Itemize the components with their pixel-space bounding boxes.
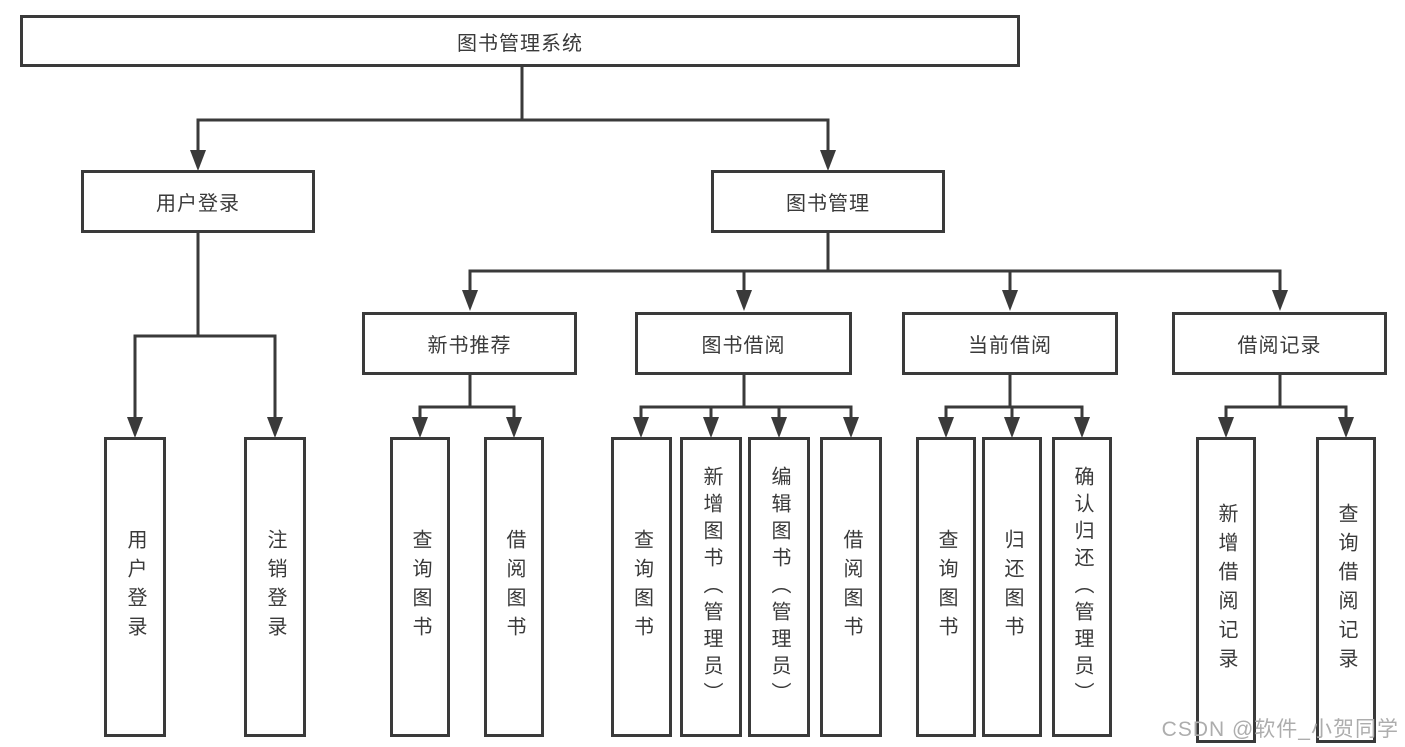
- node-label: 查询图书: [630, 529, 653, 645]
- node-label: 查询图书: [935, 529, 957, 645]
- node-label: 借阅图书: [503, 529, 525, 645]
- arrow-down-icon: [267, 417, 283, 438]
- arrow-down-icon: [843, 417, 859, 438]
- leaf-edit-books-admin: 编辑图书（管理员）: [748, 437, 810, 737]
- node-borrow-records: 借阅记录: [1172, 312, 1387, 375]
- leaf-add-borrow-record: 新增借阅记录: [1196, 437, 1256, 743]
- node-root-system: 图书管理系统: [20, 15, 1020, 67]
- arrow-down-icon: [820, 150, 836, 171]
- arrow-down-icon: [412, 417, 428, 438]
- leaf-confirm-return-admin: 确认归还（管理员）: [1052, 437, 1112, 737]
- arrow-down-icon: [736, 290, 752, 311]
- node-label: 注销登录: [264, 529, 286, 645]
- leaf-return-books: 归还图书: [982, 437, 1042, 737]
- arrow-down-icon: [1002, 290, 1018, 311]
- connector-current-borrow-branch: [938, 373, 1090, 438]
- arrow-down-icon: [771, 417, 787, 438]
- connector-book-management-branch: [462, 231, 1288, 311]
- node-label: 新书推荐: [427, 335, 512, 357]
- arrow-down-icon: [462, 290, 478, 311]
- leaf-recommend-borrow-books: 借阅图书: [484, 437, 544, 737]
- node-label: 编辑图书（管理员）: [768, 465, 790, 709]
- leaf-query-borrow-record: 查询借阅记录: [1316, 437, 1376, 743]
- arrow-down-icon: [703, 417, 719, 438]
- arrow-down-icon: [127, 417, 143, 438]
- leaf-current-query-books: 查询图书: [916, 437, 976, 737]
- arrow-down-icon: [633, 417, 649, 438]
- node-label: 图书借阅: [701, 335, 786, 357]
- arrow-down-icon: [506, 417, 522, 438]
- node-book-borrow: 图书借阅: [635, 312, 852, 375]
- leaf-recommend-query-books: 查询图书: [390, 437, 450, 737]
- leaf-borrow-query-books: 查询图书: [611, 437, 672, 737]
- arrow-down-icon: [1004, 417, 1020, 438]
- node-current-borrow: 当前借阅: [902, 312, 1118, 375]
- node-label: 借阅记录: [1237, 335, 1322, 357]
- watermark: CSDN @软件_小贺同学: [1161, 718, 1399, 741]
- node-label: 当前借阅: [968, 335, 1052, 357]
- node-label: 确认归还（管理员）: [1071, 465, 1093, 709]
- arrow-down-icon: [938, 417, 954, 438]
- node-user-login: 用户登录: [81, 170, 315, 233]
- node-label: 图书管理系统: [457, 32, 583, 55]
- arrow-down-icon: [1218, 417, 1234, 438]
- node-label: 用户登录: [156, 193, 240, 215]
- node-label: 归还图书: [1001, 529, 1023, 645]
- node-book-management: 图书管理: [711, 170, 945, 233]
- connector-user-login-branch: [127, 231, 283, 438]
- node-label: 查询图书: [409, 529, 431, 645]
- node-label: 图书管理: [786, 193, 870, 215]
- node-label: 新增借阅记录: [1215, 503, 1237, 677]
- leaf-borrow-books: 借阅图书: [820, 437, 882, 737]
- node-label: 新增图书（管理员）: [700, 465, 722, 709]
- leaf-add-books-admin: 新增图书（管理员）: [680, 437, 742, 737]
- node-label: 查询借阅记录: [1335, 503, 1357, 677]
- node-new-book-recommend: 新书推荐: [362, 312, 577, 375]
- leaf-user-login: 用户登录: [104, 437, 166, 737]
- arrow-down-icon: [1074, 417, 1090, 438]
- connector-new-book-recommend-branch: [412, 373, 522, 438]
- arrow-down-icon: [1338, 417, 1354, 438]
- connector-book-borrow-branch: [633, 373, 859, 438]
- connector-borrow-records-branch: [1218, 373, 1354, 438]
- node-label: 借阅图书: [840, 529, 862, 645]
- node-label: 用户登录: [124, 529, 146, 645]
- leaf-logout: 注销登录: [244, 437, 306, 737]
- arrow-down-icon: [190, 150, 206, 171]
- arrow-down-icon: [1272, 290, 1288, 311]
- connector-root-to-level2: [190, 65, 836, 171]
